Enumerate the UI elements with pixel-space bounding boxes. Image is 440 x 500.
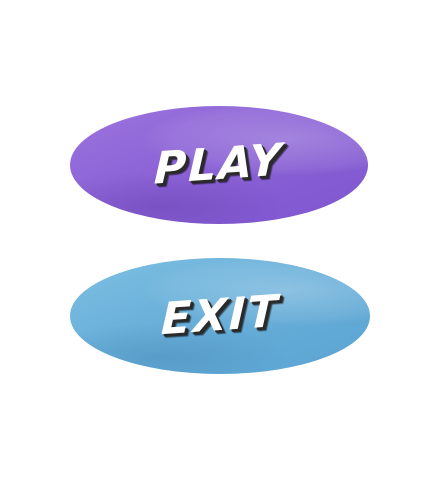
play-button-label: PLAY [153, 134, 285, 195]
exit-button[interactable]: EXIT [70, 258, 370, 374]
exit-button-label: EXIT [160, 285, 280, 346]
play-button[interactable]: PLAY [70, 106, 368, 224]
